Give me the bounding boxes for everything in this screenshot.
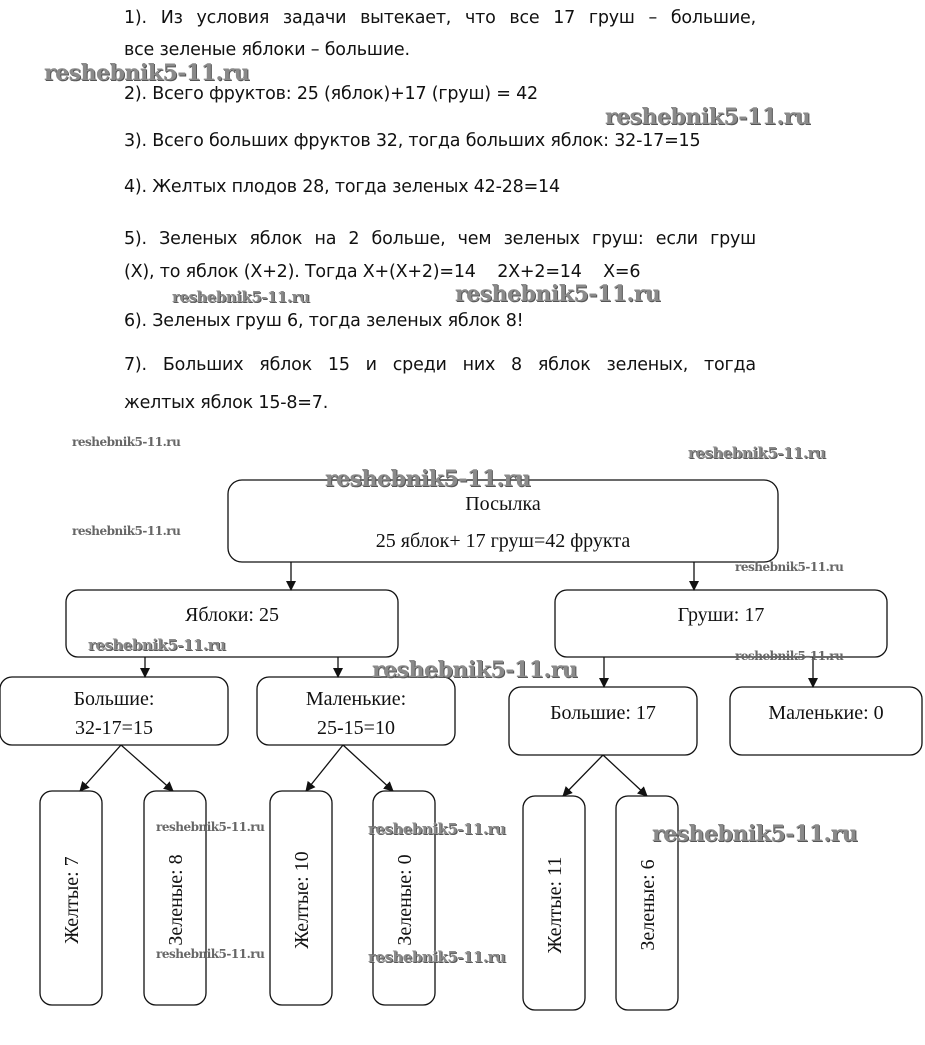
arrow-asmall-to-green xyxy=(342,744,394,792)
leaf-box-6 xyxy=(615,795,679,1011)
leaf-label-6: Зеленые: 6 xyxy=(637,859,659,950)
step-3: 3). Всего больших фруктов 32, тогда боль… xyxy=(124,131,701,151)
root-box xyxy=(227,479,779,563)
watermark: reshebnik5-11.ru xyxy=(156,947,265,961)
leaf-label-1: Желтые: 7 xyxy=(61,856,83,943)
word: условия xyxy=(196,8,270,28)
watermark: reshebnik5-11.ru xyxy=(368,820,506,838)
word: зеленых, xyxy=(606,355,689,375)
step-2: 2). Всего фруктов: 25 (яблок)+17 (груш) … xyxy=(124,84,538,104)
step-6: 6). Зеленых груш 6, тогда зеленых яблок … xyxy=(124,311,524,331)
watermark: reshebnik5-11.ru xyxy=(156,820,265,834)
leaf-label-3: Желтые: 10 xyxy=(291,851,313,948)
word: 8 xyxy=(511,355,522,375)
apples-small-line2: 25-15=10 xyxy=(317,717,395,739)
leaf-box-3 xyxy=(269,790,333,1006)
pears-big-label: Большие: 17 xyxy=(550,702,656,724)
arrow-abig-to-green xyxy=(120,744,174,792)
pears-small-box xyxy=(729,686,923,756)
word: 17 xyxy=(553,8,576,28)
word: 7). xyxy=(124,355,147,375)
watermark: reshebnik5-11.ru xyxy=(88,636,226,654)
word: яблок xyxy=(537,355,591,375)
watermark: reshebnik5-11.ru xyxy=(325,466,531,492)
word: 5). xyxy=(124,229,147,249)
word: чем xyxy=(457,229,492,249)
watermark: reshebnik5-11.ru xyxy=(735,649,844,663)
leaf-label-5: Желтые: 11 xyxy=(544,857,566,954)
word: них xyxy=(462,355,496,375)
watermark: reshebnik5-11.ru xyxy=(605,104,811,130)
word: 1). xyxy=(124,8,147,28)
leaf-label-4: Зеленые: 0 xyxy=(394,854,416,945)
root-title: Посылка xyxy=(465,493,541,515)
word: зеленых xyxy=(503,229,580,249)
watermark: reshebnik5-11.ru xyxy=(688,444,826,462)
watermark: reshebnik5-11.ru xyxy=(372,657,578,683)
watermark: reshebnik5-11.ru xyxy=(368,948,506,966)
arrow-pbig-to-yellow xyxy=(562,754,604,797)
word: Зеленых xyxy=(159,229,238,249)
arrow-asmall-to-yellow xyxy=(305,744,344,792)
word: Больших xyxy=(162,355,244,375)
word: 15 xyxy=(327,355,350,375)
apples-box xyxy=(65,589,399,658)
apples-label: Яблоки: 25 xyxy=(185,604,279,626)
apples-big-line2: 32-17=15 xyxy=(75,717,153,739)
word: тогда xyxy=(704,355,756,375)
watermark: reshebnik5-11.ru xyxy=(735,560,844,574)
pears-small-label: Маленькие: 0 xyxy=(768,702,883,724)
word: груш xyxy=(588,8,635,28)
word: среди xyxy=(392,355,447,375)
word: – xyxy=(648,8,658,28)
word: что xyxy=(464,8,496,28)
word: на xyxy=(314,229,337,249)
arrow-pbig-to-green xyxy=(602,754,648,797)
watermark: reshebnik5-11.ru xyxy=(455,281,661,307)
step-5-line-2: (Х), то яблок (Х+2). Тогда Х+(Х+2)=14 2Х… xyxy=(124,262,641,282)
leaf-box-5 xyxy=(522,795,586,1011)
word: Из xyxy=(160,8,183,28)
word: все xyxy=(509,8,540,28)
leaf-box-2 xyxy=(143,790,207,1006)
watermark: reshebnik5-11.ru xyxy=(72,435,181,449)
step-4: 4). Желтых плодов 28, тогда зеленых 42-2… xyxy=(124,177,560,197)
word: яблок xyxy=(259,355,313,375)
word: вытекает, xyxy=(360,8,452,28)
watermark: reshebnik5-11.ru xyxy=(72,524,181,538)
word: больше, xyxy=(371,229,446,249)
word: груш: xyxy=(592,229,644,249)
word: большие, xyxy=(670,8,756,28)
word: если xyxy=(655,229,698,249)
pears-box xyxy=(554,589,888,658)
pears-big-box xyxy=(508,686,698,756)
word: груш xyxy=(710,229,756,249)
step-7-line-2: желтых яблок 15-8=7. xyxy=(124,393,329,413)
step-1-line-2: все зеленые яблоки – большие. xyxy=(124,40,410,60)
apples-big-box xyxy=(0,676,229,746)
apples-small-line1: Маленькие: xyxy=(306,688,406,710)
word: яблок xyxy=(249,229,303,249)
leaf-box-1 xyxy=(39,790,103,1006)
leaf-label-2: Зеленые: 8 xyxy=(165,854,187,945)
leaf-box-4 xyxy=(372,790,436,1006)
arrow-abig-to-yellow xyxy=(79,744,122,792)
apples-big-line1: Большие: xyxy=(74,688,155,710)
root-subtitle: 25 яблок+ 17 груш=42 фрукта xyxy=(376,530,631,552)
watermark: reshebnik5-11.ru xyxy=(44,60,250,86)
word: и xyxy=(365,355,377,375)
word: 2 xyxy=(348,229,360,249)
word: задачи xyxy=(282,8,347,28)
watermark: reshebnik5-11.ru xyxy=(652,821,858,847)
pears-label: Груши: 17 xyxy=(678,604,765,626)
apples-small-box xyxy=(256,676,456,746)
watermark: reshebnik5-11.ru xyxy=(172,288,310,306)
